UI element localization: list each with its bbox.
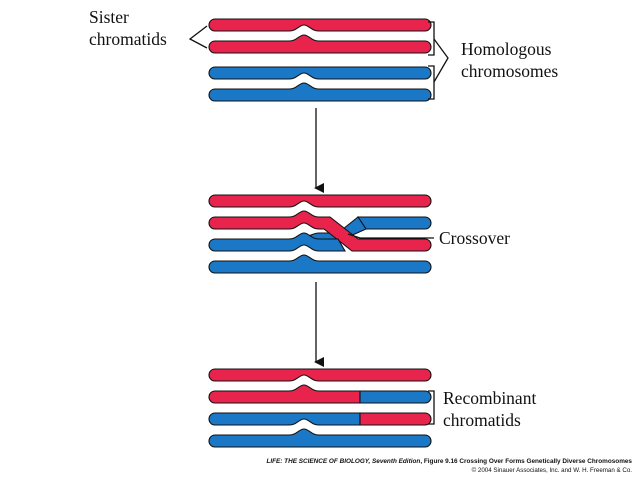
homologous-label-line2: chromosomes: [461, 61, 558, 81]
sister-chromatids-label-line1: Sister: [89, 7, 129, 27]
homologous-chromosomes-callout: Homologous chromosomes: [433, 38, 558, 83]
red-chromatid-parental: [208, 368, 432, 382]
sister-chromatids-label-line2: chromatids: [89, 29, 167, 49]
blue-chromatid-inner-left: [208, 232, 346, 252]
recombinant-label-line2: chromatids: [443, 410, 521, 430]
recombinant-chromatids-callout: Recombinant chromatids: [428, 388, 536, 430]
sister-chromatids-callout: Sister chromatids: [89, 7, 208, 49]
red-chromatid-outer: [208, 194, 432, 208]
copyright-notice: © 2004 Sinauer Associates, Inc. and W. H…: [471, 467, 632, 474]
crossover-pointer: [347, 233, 434, 239]
red-chromatid-upper: [208, 18, 432, 32]
blue-chromatid-parental: [208, 428, 432, 448]
stage-3-recombinant: Recombinant chromatids: [208, 368, 536, 448]
blue-chromatid-outer: [208, 254, 432, 274]
book-title: LIFE: THE SCIENCE OF BIOLOGY, Seventh Ed…: [266, 458, 421, 465]
stage-2-crossover: Crossover: [208, 194, 510, 274]
recombinant-chromatid-red-part: [208, 384, 361, 404]
bracket-red-chromosome: [428, 21, 435, 56]
blue-chromatid-inner-right: [356, 216, 432, 230]
recombinant-chromatid-blue-part: [359, 390, 432, 404]
homologous-label-line1: Homologous: [461, 39, 552, 59]
blue-chromosome: [208, 66, 432, 102]
recombinant-chromatid-red-part-2: [359, 412, 432, 426]
blue-chromatid-upper: [208, 66, 432, 80]
figure-caption: LIFE: THE SCIENCE OF BIOLOGY, Seventh Ed…: [266, 458, 632, 465]
bracket-recombinant: [428, 390, 435, 425]
blue-chromatid-lower: [208, 82, 432, 102]
red-chromatid-inner-crossing: [208, 210, 432, 252]
stage-1-homologous-pair: Sister chromatids Homologous chromosomes: [89, 7, 558, 102]
red-chromosome: [208, 18, 432, 54]
figure-description: , Figure 9.16 Crossing Over Forms Geneti…: [420, 458, 632, 465]
bracket-blue-chromosome: [428, 65, 435, 100]
homologous-pointer: [433, 38, 449, 83]
recombinant-chromatid-blue-part-2: [208, 412, 361, 426]
recombinant-label-line1: Recombinant: [443, 388, 536, 408]
crossover-callout: Crossover: [347, 228, 510, 248]
crossover-label: Crossover: [439, 228, 510, 248]
red-chromatid-lower: [208, 34, 432, 54]
sister-chromatids-pointer: [188, 25, 208, 49]
